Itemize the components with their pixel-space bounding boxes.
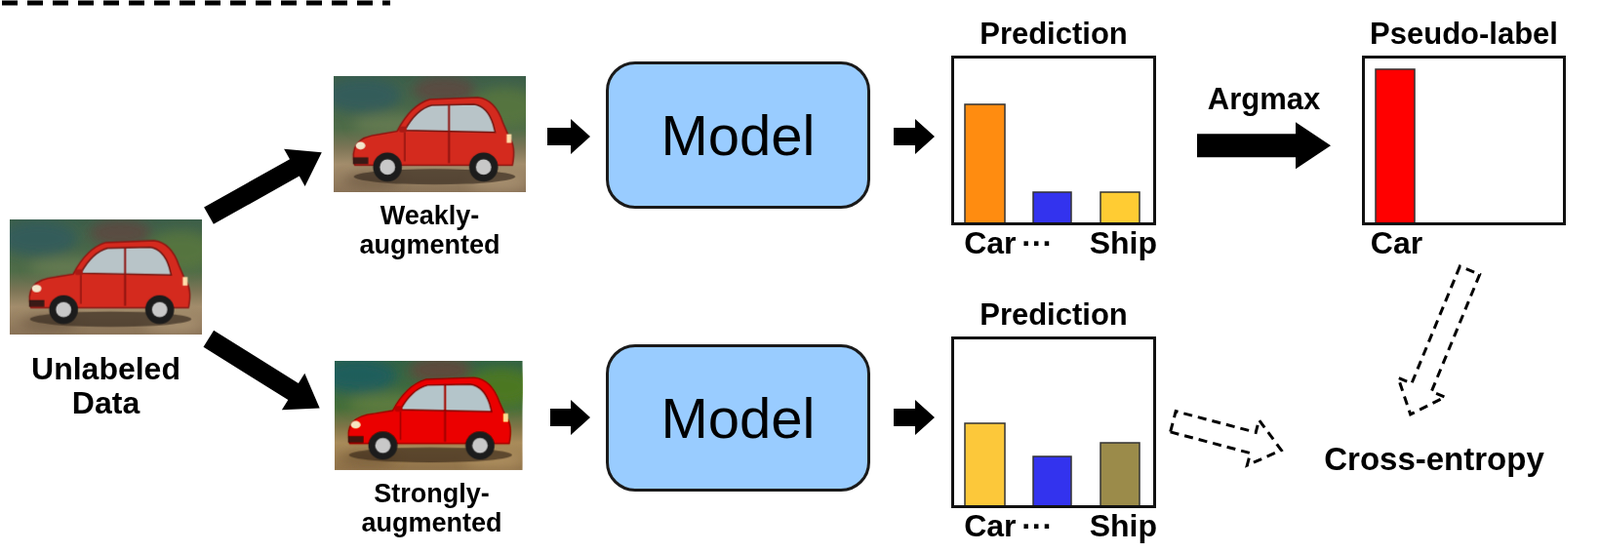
edge-label: Argmax bbox=[1203, 82, 1324, 117]
chart-title: Prediction bbox=[979, 298, 1128, 332]
chart-box: PredictionCar···Ship bbox=[951, 336, 1157, 509]
axis-label: ··· bbox=[1021, 226, 1053, 261]
car-photo-strong bbox=[319, 357, 536, 471]
model-box: Model bbox=[605, 344, 871, 492]
dashed-frame-edge bbox=[1, 0, 391, 6]
chart-title: Prediction bbox=[979, 17, 1128, 51]
chart-title: Pseudo-label bbox=[1369, 17, 1559, 51]
image-node: Unlabeled Data bbox=[9, 219, 202, 335]
image-caption: Strongly- augmented bbox=[322, 480, 541, 538]
axis-label: Ship bbox=[1089, 226, 1158, 261]
block-arrow bbox=[893, 119, 935, 155]
model-box: Model bbox=[605, 61, 871, 209]
axis-label: Ship bbox=[1089, 509, 1158, 544]
axis-label: Car bbox=[963, 226, 1016, 261]
block-arrow bbox=[893, 400, 935, 436]
image-node: Strongly- augmented bbox=[334, 360, 529, 475]
car-photo-weak bbox=[323, 76, 539, 193]
bar-chart-bars bbox=[964, 69, 1415, 507]
axis-label: Car bbox=[963, 509, 1016, 544]
axis-label: ··· bbox=[1021, 509, 1053, 544]
chart-box: PredictionCar···Ship bbox=[951, 55, 1157, 226]
axis-label: Car bbox=[1370, 226, 1423, 261]
dashed-arrow bbox=[1398, 266, 1480, 415]
loss-label: Cross-entropy bbox=[1323, 440, 1545, 479]
chart-box: Pseudo-labelCar bbox=[1361, 55, 1566, 226]
block-arrow bbox=[547, 119, 591, 155]
image-caption: Unlabeled Data bbox=[0, 352, 214, 421]
image-caption: Weakly- augmented bbox=[321, 201, 538, 260]
block-arrow bbox=[203, 330, 320, 410]
model-label: Model bbox=[661, 387, 816, 450]
loss-node: Cross-entropy bbox=[1316, 437, 1553, 482]
block-arrow bbox=[203, 149, 322, 225]
dashed-arrow bbox=[1170, 411, 1282, 466]
image-node: Weakly- augmented bbox=[333, 76, 526, 193]
car-photo bbox=[0, 219, 215, 335]
block-arrow bbox=[550, 400, 591, 436]
model-label: Model bbox=[661, 104, 816, 167]
block-arrow bbox=[1197, 121, 1331, 169]
